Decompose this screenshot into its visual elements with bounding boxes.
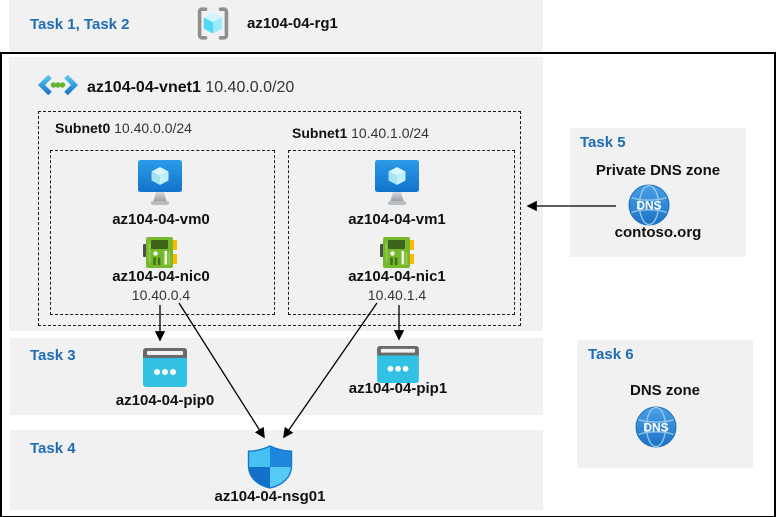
- tasks-1-2-label: Task 1, Task 2: [30, 16, 130, 33]
- dns-zone-icon: DNS: [635, 406, 677, 448]
- subnets-container: [38, 111, 521, 326]
- nic1-icon: [380, 237, 414, 268]
- subnet1-name: Subnet1: [292, 125, 348, 141]
- nic1-ip: 10.40.1.4: [367, 287, 427, 303]
- subnet0-label: Subnet0 10.40.0.0/24: [55, 120, 192, 137]
- resource-group-band: [9, 0, 543, 52]
- vm1-name: az104-04-vm1: [348, 211, 446, 228]
- nsg-icon: [247, 445, 293, 489]
- vnet-panel: [9, 57, 543, 331]
- task4-label: Task 4: [30, 440, 76, 457]
- vnet-title: az104-04-vnet1 10.40.0.0/20: [87, 78, 294, 97]
- pip0-name: az104-04-pip0: [115, 392, 215, 409]
- nic1-name: az104-04-nic1: [348, 268, 446, 285]
- virtual-network-icon: [38, 74, 78, 96]
- dns-icon-text: DNS: [643, 421, 668, 435]
- pip1-icon: [376, 346, 420, 383]
- nic0-icon: [143, 237, 177, 268]
- vm0-icon: [138, 160, 182, 206]
- private-dns-icon: DNS: [628, 184, 670, 226]
- subnet0-name: Subnet0: [55, 120, 111, 136]
- task3-panel: [10, 338, 543, 415]
- dns-icon-text: DNS: [636, 199, 661, 213]
- private-dns-zone-name: contoso.org: [614, 224, 702, 241]
- subnet1-box: [288, 150, 515, 315]
- vm0-name: az104-04-vm0: [112, 211, 210, 228]
- task6-label: Task 6: [588, 346, 634, 363]
- dns-zone-title: DNS zone: [629, 382, 700, 399]
- vnet-cidr: 10.40.0.0/20: [205, 79, 295, 96]
- subnet1-cidr: 10.40.1.0/24: [351, 125, 429, 141]
- nic0-ip: 10.40.0.4: [131, 287, 191, 303]
- vm1-icon: [375, 160, 419, 206]
- subnet0-cidr: 10.40.0.0/24: [114, 120, 192, 136]
- vnet-name: az104-04-vnet1: [87, 79, 201, 96]
- task5-label: Task 5: [580, 134, 626, 151]
- subnet0-box: [50, 150, 275, 315]
- task3-label: Task 3: [30, 347, 76, 364]
- subnet1-label: Subnet1 10.40.1.0/24: [292, 125, 429, 142]
- nic0-name: az104-04-nic0: [112, 268, 210, 285]
- resource-group-icon: [196, 7, 230, 40]
- resource-group-name: az104-04-rg1: [247, 15, 338, 32]
- pip1-name: az104-04-pip1: [348, 380, 448, 397]
- task6-panel: [577, 340, 753, 468]
- private-dns-zone-title: Private DNS zone: [595, 162, 721, 179]
- nsg-name: az104-04-nsg01: [214, 488, 326, 505]
- pip0-icon: [143, 348, 187, 387]
